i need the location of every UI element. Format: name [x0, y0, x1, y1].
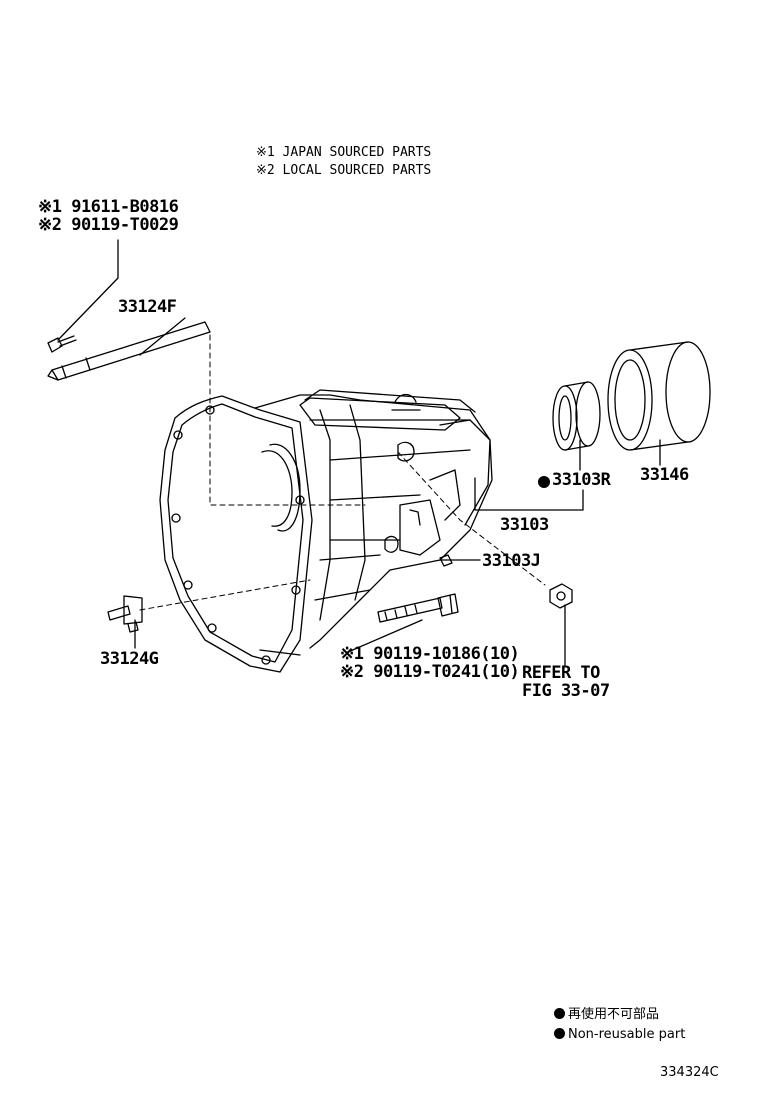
- leader-lines: [57, 239, 661, 666]
- note-japan-sourced: ※1 JAPAN SOURCED PARTS: [256, 145, 432, 160]
- part-number-33124F[interactable]: 33124F: [118, 297, 177, 317]
- non-reusable-marker: [538, 476, 550, 488]
- transmission-case-housing: [159, 389, 493, 673]
- part-number-33124G[interactable]: 33124G: [100, 649, 159, 669]
- part-number-33103J[interactable]: 33103J: [482, 551, 541, 571]
- part-number-33103[interactable]: 33103: [500, 515, 549, 535]
- shift-rod-part: [47, 321, 211, 381]
- lever-part: [107, 595, 143, 633]
- bolt-bottom-part: [377, 593, 459, 623]
- refer-to-label[interactable]: REFER TO: [522, 663, 600, 683]
- refer-fig-label[interactable]: FIG 33-07: [522, 681, 610, 701]
- part-number-bolt-top-2[interactable]: ※2 90119-T0029: [38, 215, 179, 235]
- bushing-part: [607, 341, 711, 451]
- non-reusable-dot-icon: [554, 1028, 565, 1039]
- non-reusable-dot-icon: [554, 1008, 565, 1019]
- bolt-top-part: [47, 335, 77, 353]
- legend-english-text: Non-reusable part: [568, 1027, 686, 1042]
- part-number-33146[interactable]: 33146: [640, 465, 689, 485]
- part-number-33103R[interactable]: 33103R: [552, 470, 611, 490]
- note-local-sourced: ※2 LOCAL SOURCED PARTS: [256, 163, 432, 178]
- assembly-dashed-lines: [139, 334, 546, 611]
- drain-plug-part: [549, 583, 573, 609]
- legend-english: Non-reusable part: [554, 1028, 685, 1041]
- oil-seal-part: [552, 381, 601, 451]
- part-number-bolt-bottom-2[interactable]: ※2 90119-T0241(10): [340, 662, 520, 682]
- plug-part: [439, 554, 453, 567]
- part-number-bolt-top-1[interactable]: ※1 91611-B0816: [38, 197, 179, 217]
- figure-id: 334324C: [660, 1065, 719, 1080]
- legend-japanese: 再使用不可部品: [554, 1008, 659, 1021]
- part-number-bolt-bottom-1[interactable]: ※1 90119-10186(10): [340, 644, 520, 664]
- legend-japanese-text: 再使用不可部品: [568, 1007, 660, 1022]
